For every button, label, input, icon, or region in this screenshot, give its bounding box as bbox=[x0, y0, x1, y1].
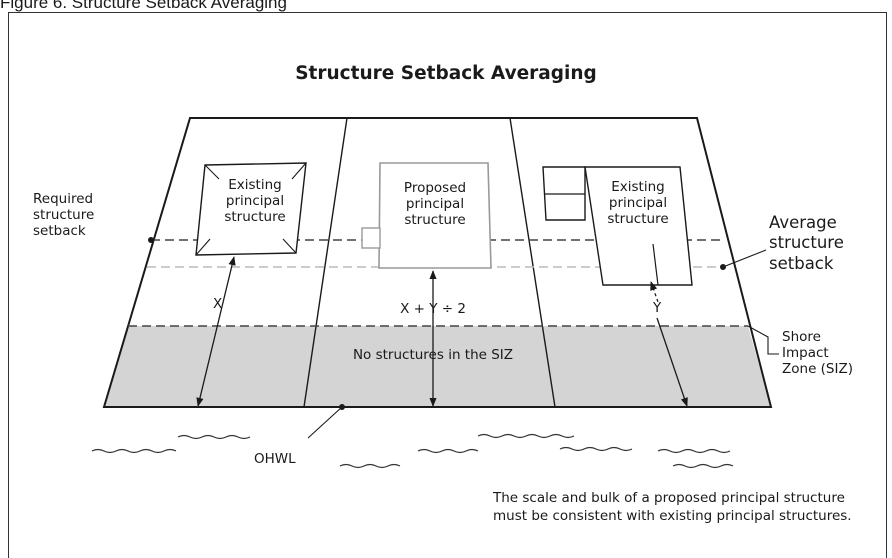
x-label: X bbox=[213, 296, 223, 312]
average-setback-label: Average structure setback bbox=[769, 213, 844, 273]
figure-frame bbox=[8, 12, 887, 558]
x-arrow bbox=[196, 256, 236, 407]
required-setback-label: Required structure setback bbox=[33, 191, 95, 239]
average-formula-label: X + Y ÷ 2 bbox=[400, 301, 466, 317]
diagram-title: Structure Setback Averaging bbox=[295, 63, 597, 84]
ohwl-label: OHWL bbox=[254, 451, 296, 467]
figure-caption: Figure 6. Structure Setback Averaging bbox=[0, 0, 287, 12]
proposed-structure-label: Proposed principal structure bbox=[403, 180, 467, 228]
y-label: Y bbox=[653, 300, 662, 316]
lot-divider-left bbox=[303, 117, 348, 408]
lot-outline bbox=[102, 117, 773, 408]
existing-structure-right-label: Existing principal structure bbox=[607, 179, 669, 227]
note-text: The scale and bulk of a proposed princip… bbox=[493, 490, 852, 524]
water-waves bbox=[91, 433, 734, 469]
siz-leader bbox=[747, 325, 779, 355]
existing-structure-left-label: Existing principal structure bbox=[224, 177, 286, 225]
siz-label: Shore Impact Zone (SIZ) bbox=[782, 329, 853, 377]
lot-divider-right bbox=[509, 117, 556, 408]
shore-impact-zone-area bbox=[104, 326, 771, 407]
required-setback-dot bbox=[148, 237, 154, 243]
no-structures-label: No structures in the SIZ bbox=[352, 347, 514, 363]
proposed-structure-annex bbox=[361, 227, 381, 249]
y-arrow bbox=[656, 317, 688, 407]
